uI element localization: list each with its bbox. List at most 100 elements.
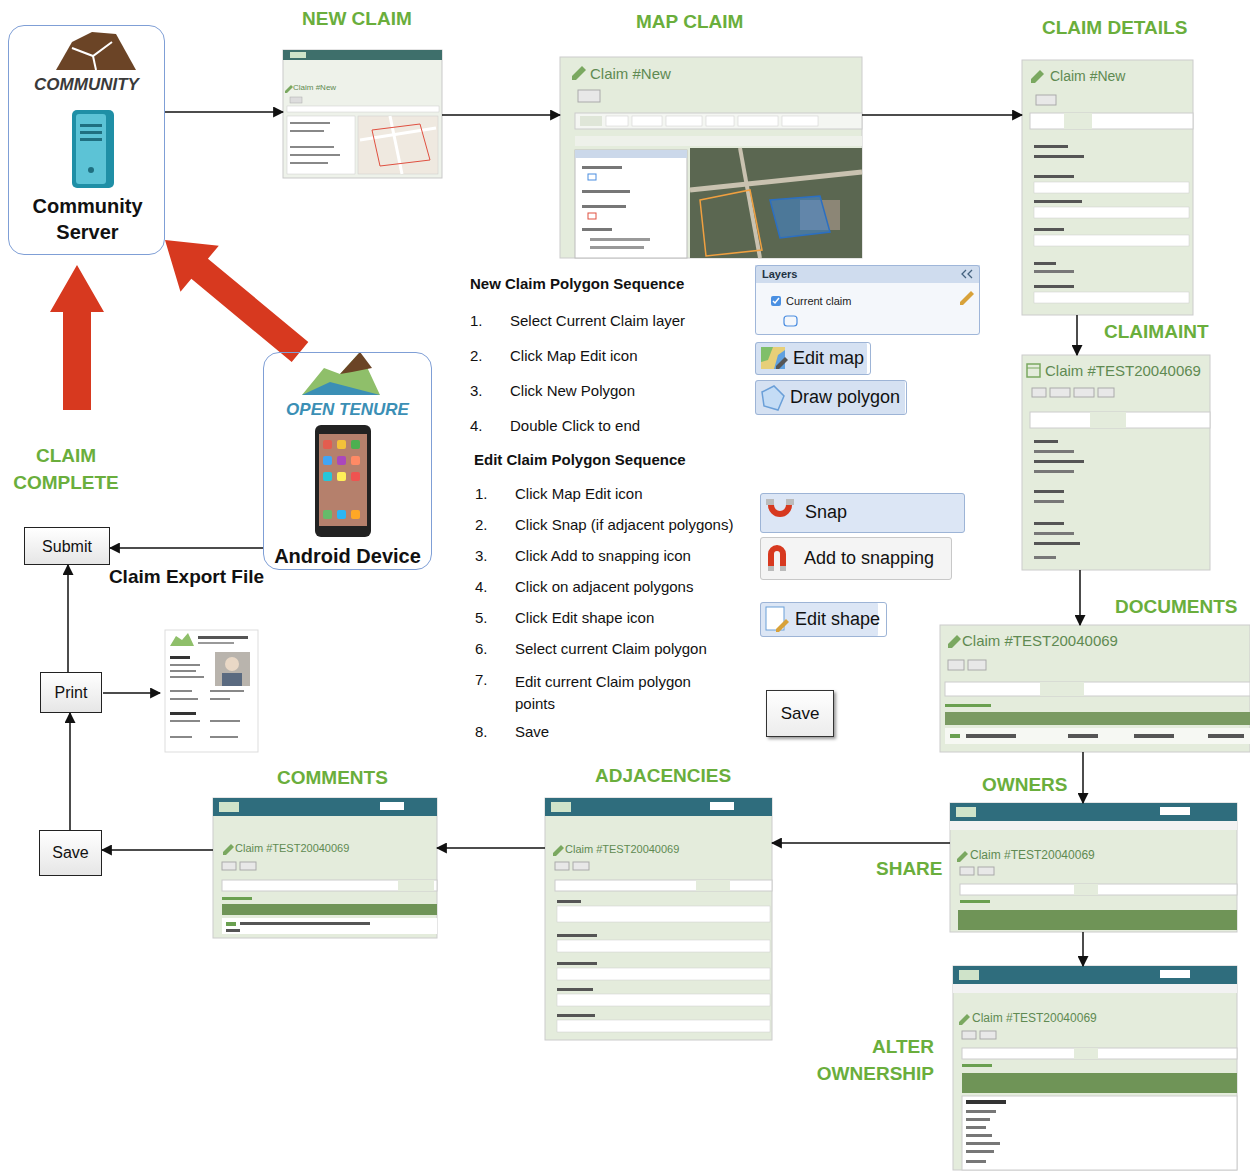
sequence-step: Save [515, 723, 549, 741]
claimant-screenshot [1034, 440, 1058, 443]
certificate-thumbnail [170, 690, 192, 692]
map-claim-screenshot [588, 213, 596, 219]
adjacencies-screenshot [696, 880, 730, 891]
sequence-step: 1. [470, 312, 483, 330]
layers-panel-art [784, 316, 797, 326]
alter-ownership-screenshot [959, 1014, 970, 1025]
snap-button-art [760, 493, 965, 533]
owners-screenshot [1074, 884, 1098, 895]
node-text: Claim #TEST20040069 [565, 843, 679, 856]
screenshot-panel: MAP CLAIMClaim #New [560, 57, 862, 258]
claim-complete-arrow [50, 265, 104, 410]
tool-button: Snap [760, 493, 965, 533]
sequence-step: Click Map Edit icon [510, 347, 638, 365]
screenshot-panel: CLAIM DETAILSClaim #New [1022, 60, 1193, 315]
claimant-screenshot [1034, 470, 1074, 473]
claimant-screenshot [1074, 388, 1094, 397]
edit-map-button-art [761, 347, 773, 362]
open-tenure-logo [302, 352, 380, 395]
transfer-arrow [165, 240, 308, 362]
comments-screenshot [213, 798, 437, 938]
claimant-screenshot [1034, 450, 1074, 453]
layers-panel-art [771, 296, 781, 306]
map-claim-screenshot [578, 90, 600, 102]
new-claim-screenshot [283, 50, 442, 178]
node-text: Submit [42, 537, 92, 556]
claimant-screenshot [1034, 490, 1064, 493]
certificate-thumbnail [165, 630, 258, 752]
adjacencies-screenshot [557, 906, 770, 922]
alter-ownership-screenshot [966, 1134, 992, 1137]
node-text: Claim #New [590, 65, 671, 83]
map-claim-screenshot [560, 57, 862, 258]
map-claim-screenshot [590, 246, 644, 249]
node-heading: ALTER OWNERSHIP [812, 1034, 934, 1087]
alter-ownership-screenshot [980, 1031, 996, 1039]
certificate-thumbnail [210, 690, 244, 692]
claim-details-screenshot [1034, 292, 1189, 303]
sequence-step: 6. [475, 640, 488, 658]
server-icon [76, 114, 106, 184]
node-text: Claim #TEST20040069 [970, 848, 1095, 862]
claim-complete-arrow [50, 265, 104, 410]
claim-details-screenshot [1034, 207, 1189, 218]
android-phone [319, 434, 367, 526]
screenshot-panel: COMMENTSClaim #TEST20040069 [213, 798, 437, 938]
layers-panel-art [962, 270, 972, 278]
draw-polygon-button-art [762, 386, 784, 410]
node-text: Save [781, 704, 820, 724]
claim-details-screenshot [1031, 70, 1044, 83]
flow-arrow [69, 713, 71, 830]
map-claim-screenshot [690, 172, 862, 190]
owners-screenshot [950, 821, 1237, 830]
documents-screenshot [940, 625, 1250, 752]
snap-button-art [766, 499, 774, 505]
android-phone [351, 510, 360, 519]
map-claim-screenshot [575, 136, 862, 146]
server-icon [80, 124, 102, 127]
comments-screenshot [219, 802, 239, 812]
sequence-step: Double Click to end [510, 417, 640, 435]
owners-screenshot [960, 900, 990, 903]
claimant-screenshot [1098, 388, 1114, 397]
node-heading: COMMENTS [277, 767, 388, 790]
certificate-thumbnail [170, 712, 196, 715]
alter-ownership-screenshot [966, 1118, 990, 1121]
android-phone [351, 456, 360, 465]
adjacencies-screenshot [545, 798, 772, 1040]
new-claim-screenshot [290, 162, 328, 164]
owners-screenshot [960, 884, 1237, 895]
device-box: OPEN TENUREAndroid Device [263, 352, 432, 570]
documents-screenshot [1068, 734, 1098, 738]
new-claim-screenshot [290, 146, 334, 148]
claim-details-screenshot [1022, 60, 1193, 315]
certificate-thumbnail [215, 652, 250, 686]
new-claim-screenshot [285, 85, 293, 93]
map-claim-screenshot [666, 116, 702, 126]
adjacencies-screenshot [557, 994, 770, 1006]
edit-map-button-art [755, 342, 867, 375]
comments-screenshot [213, 798, 437, 816]
sequence-step: 2. [475, 516, 488, 534]
sequence-step: Select current Claim polygon [515, 640, 707, 658]
screenshot-panel: CLAIMAINTClaim #TEST20040069 [1022, 355, 1210, 570]
claim-details-screenshot [1030, 113, 1193, 129]
node-text: Claim #TEST20040069 [962, 632, 1118, 650]
sequence-step: Edit current Claim polygon points [515, 671, 725, 715]
adjacencies-screenshot [557, 940, 770, 952]
documents-screenshot [945, 682, 1250, 696]
claimant-screenshot [1034, 522, 1064, 525]
certificate-thumbnail [170, 633, 194, 646]
claimant-screenshot [1050, 388, 1070, 397]
adjacencies-screenshot [557, 934, 597, 937]
flow-arrow [67, 565, 69, 672]
server-box: COMMUNITYCommunity Server [8, 25, 165, 255]
flow-arrow [1079, 570, 1081, 625]
section-label: CLAIM COMPLETE [10, 443, 122, 496]
alter-ownership-screenshot [1074, 1048, 1098, 1059]
sequence-step: Click Snap (if adjacent polygons) [515, 516, 733, 534]
comments-screenshot [398, 880, 434, 891]
alter-ownership-screenshot [953, 984, 1237, 993]
android-phone [351, 472, 360, 481]
flow-arrow [772, 842, 950, 844]
